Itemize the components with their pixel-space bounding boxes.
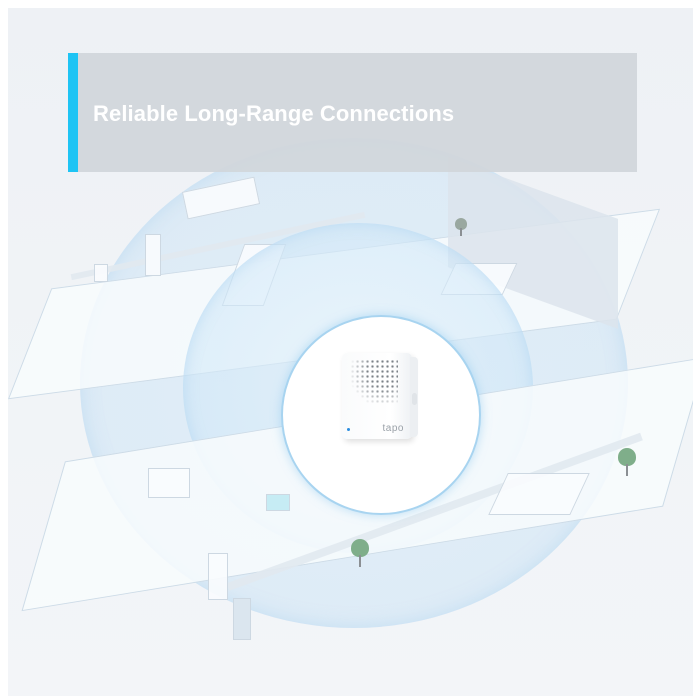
speaker-grille-icon [350, 359, 398, 405]
door-panel [145, 234, 161, 276]
status-led-icon [347, 428, 350, 431]
plant-upper [455, 218, 467, 230]
brand-logo: tapo [382, 423, 404, 434]
fridge [208, 553, 228, 600]
tv-stand [148, 468, 190, 498]
door-frame [233, 598, 251, 640]
title-banner: Reliable Long-Range Connections [68, 53, 637, 172]
title-accent-bar [68, 53, 78, 172]
plant-lower-right [618, 448, 636, 466]
tapo-hub-device: tapo [342, 353, 418, 439]
wall-camera [94, 264, 108, 282]
device-side-button [412, 393, 417, 405]
plant-lower-right-trunk [626, 464, 628, 476]
plant-lower-center [351, 539, 369, 557]
plant-upper-pot [460, 228, 462, 236]
plant-lower-center-trunk [359, 555, 361, 567]
product-illustration: tapo Reliable Long-Range Connections [8, 8, 693, 696]
monitor-screen [266, 494, 290, 511]
banner-title: Reliable Long-Range Connections [93, 101, 455, 126]
